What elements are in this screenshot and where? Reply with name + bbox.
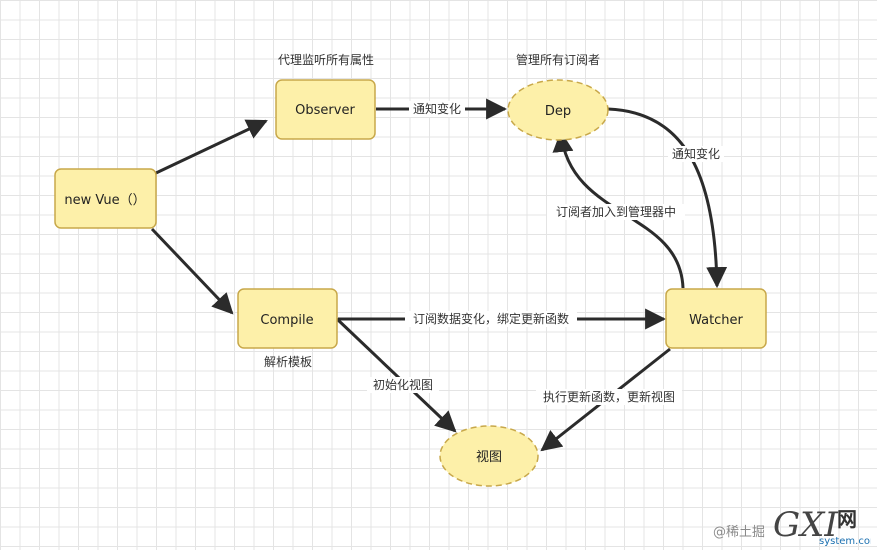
node-watcher: Watcher xyxy=(665,288,767,349)
node-view-label: 视图 xyxy=(476,450,502,465)
edge-label-watcher-dep: 订阅者加入到管理器中 xyxy=(556,204,676,219)
edge-newvue-to-observer xyxy=(155,119,268,175)
edge-label-dep-watcher: 通知变化 xyxy=(672,146,720,161)
compile-caption: 解析模板 xyxy=(264,355,312,369)
edge-label-compile-view: 初始化视图 xyxy=(373,377,433,392)
logo-domain: system.com xyxy=(819,536,871,546)
node-observer-label: Observer xyxy=(295,103,355,118)
node-observer: Observer xyxy=(275,79,376,140)
edge-label-compile-watcher: 订阅数据变化，绑定更新函数 xyxy=(413,311,569,326)
node-view: 视图 xyxy=(439,425,539,487)
logo-cn: 网 xyxy=(837,507,857,531)
edge-compile-to-view xyxy=(335,317,457,433)
node-new-vue: new Vue（） xyxy=(54,168,157,229)
node-dep-label: Dep xyxy=(545,104,571,119)
edge-newvue-to-compile xyxy=(150,227,234,315)
node-compile-label: Compile xyxy=(260,313,313,328)
node-dep: Dep xyxy=(507,79,609,141)
edge-label-watcher-view: 执行更新函数，更新视图 xyxy=(543,389,675,404)
watermark-text: @稀土掘 xyxy=(712,525,765,540)
dep-caption: 管理所有订阅者 xyxy=(516,52,600,67)
logo-letters: GXI xyxy=(773,505,838,545)
node-new-vue-label: new Vue（） xyxy=(64,193,145,208)
edge-label-observer-dep: 通知变化 xyxy=(413,101,461,116)
node-watcher-label: Watcher xyxy=(689,313,743,328)
gxi-logo: GXI 网 system.com xyxy=(771,502,877,547)
node-compile: Compile xyxy=(237,288,338,349)
observer-caption: 代理监听所有属性 xyxy=(278,53,374,67)
watermark: @稀土掘 GXI 网 system.com xyxy=(712,502,877,547)
edge-dep-to-watcher xyxy=(607,107,728,289)
